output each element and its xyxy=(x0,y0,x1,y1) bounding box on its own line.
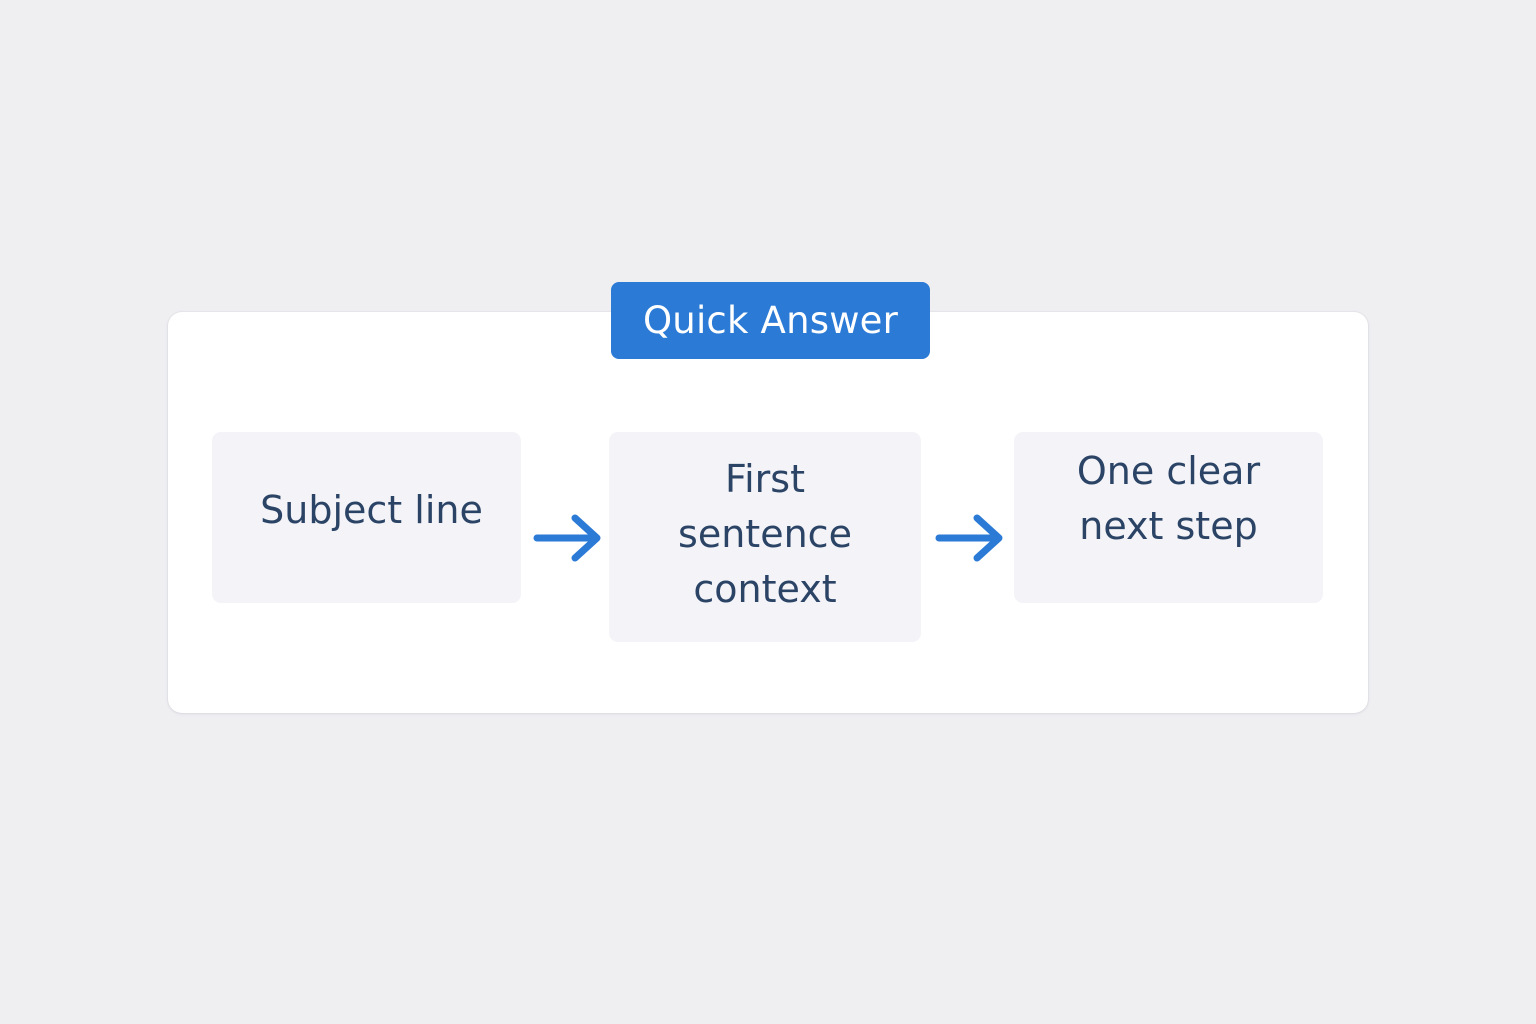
step-subject-line: Subject line xyxy=(212,432,521,603)
step-label-line: sentence xyxy=(678,512,852,556)
step-label-line: One clear xyxy=(1076,448,1261,493)
step-label-line: First xyxy=(725,457,805,501)
arrow-right-icon xyxy=(533,514,601,562)
step-label-line: context xyxy=(693,567,837,611)
arrow-right-icon xyxy=(935,514,1003,562)
step-one-clear-next-step: One clear next step xyxy=(1014,432,1323,603)
badge-label: Quick Answer xyxy=(642,299,899,342)
step-first-sentence-context: First sentence context xyxy=(609,432,921,642)
quick-answer-badge: Quick Answer xyxy=(611,282,930,359)
step-label-line: next step xyxy=(1079,503,1258,548)
step-label-line: Subject line xyxy=(260,488,483,532)
